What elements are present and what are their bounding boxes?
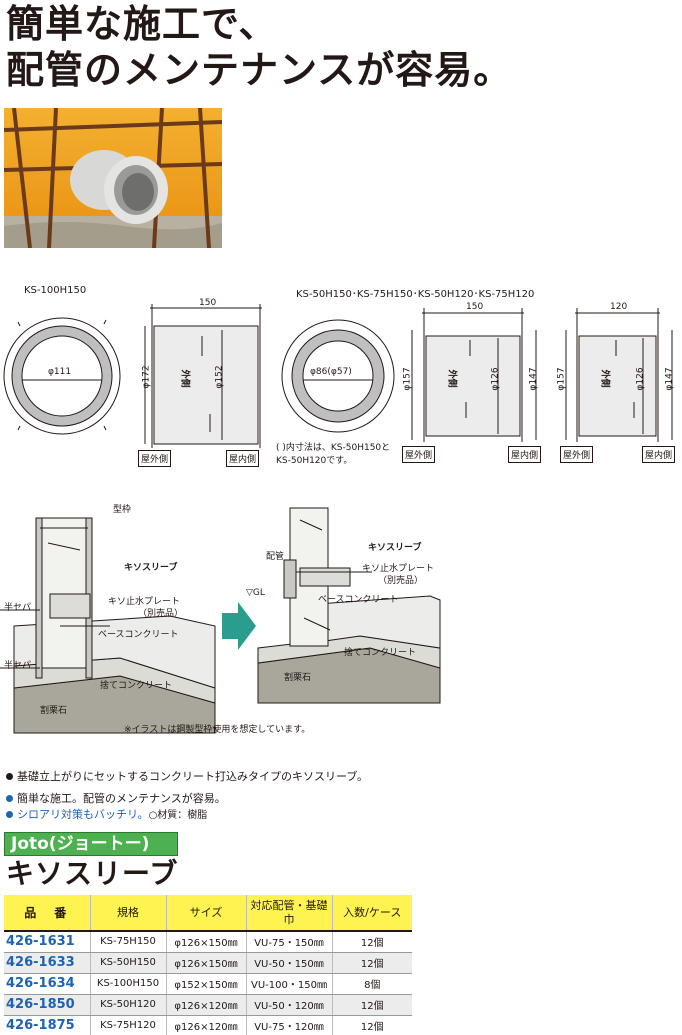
right-flange-dia-a: φ147 bbox=[528, 367, 539, 391]
right-length-a: 150 bbox=[466, 302, 484, 312]
cell-pipe: VU-75・150㎜ bbox=[246, 931, 333, 953]
label-plate-note-left: （別売品） bbox=[138, 609, 184, 619]
right-length-b: 120 bbox=[610, 302, 628, 312]
header-quantity: 入数/ケース bbox=[332, 895, 412, 932]
label-hansepa-bottom: 半セパ bbox=[4, 661, 32, 671]
header-size: サイズ bbox=[166, 895, 247, 932]
right-outside-label-a: 屋外側 bbox=[402, 446, 436, 463]
header-part-number: 品 番 bbox=[4, 895, 91, 932]
right-inner-dia: φ86(φ57) bbox=[310, 367, 352, 377]
label-plate-note-right: （別売品） bbox=[378, 576, 424, 586]
table-row: 426-1633 KS-50H150 φ126×150㎜ VU-50・150㎜ … bbox=[4, 952, 412, 974]
right-outer-dia-b: φ157 bbox=[556, 367, 567, 391]
bullet-2: 簡単な施工。配管のメンテナンスが容易。 bbox=[6, 790, 226, 807]
label-base-concrete-right: ベースコンクリート bbox=[318, 595, 399, 605]
right-note-line2: KS-50H120です。 bbox=[276, 456, 353, 466]
left-inner-dia: φ111 bbox=[48, 367, 72, 377]
label-haikan: 配管 bbox=[266, 552, 285, 562]
left-outside-label: 屋外側 bbox=[138, 450, 172, 467]
label-hansepa-top: 半セパ bbox=[4, 603, 32, 613]
cell-pipe: VU-75・120㎜ bbox=[246, 1015, 333, 1035]
label-katawaku: 型枠 bbox=[113, 505, 132, 515]
cell-part-number: 426-1633 bbox=[4, 952, 91, 974]
bullet-dot-icon bbox=[6, 811, 13, 818]
cell-quantity: 12個 bbox=[332, 994, 412, 1016]
bullet-dot-icon bbox=[6, 795, 13, 802]
right-inside-label-b: 屋内側 bbox=[642, 446, 676, 463]
installation-illustration bbox=[0, 507, 441, 734]
right-sleeve-dia-a: φ126 bbox=[490, 367, 501, 391]
cell-part-number: 426-1634 bbox=[4, 973, 91, 995]
cell-size: φ152×150㎜ bbox=[166, 973, 247, 995]
cell-size: φ126×120㎜ bbox=[166, 1015, 247, 1035]
cell-spec: KS-50H120 bbox=[90, 994, 167, 1016]
spec-table: 品 番 規格 サイズ 対応配管・基礎巾 入数/ケース 426-1631 KS-7… bbox=[4, 895, 412, 1035]
table-row: 426-1875 KS-75H120 φ126×120㎜ VU-75・120㎜ … bbox=[4, 1015, 412, 1035]
cell-size: φ126×150㎜ bbox=[166, 931, 247, 953]
bullet-1: 基礎立上がりにセットするコンクリート打込みタイプのキソスリーブ。 bbox=[6, 768, 368, 785]
cell-size: φ126×120㎜ bbox=[166, 994, 247, 1016]
header-spec: 規格 bbox=[90, 895, 167, 932]
product-photo bbox=[4, 108, 222, 248]
cell-quantity: 8個 bbox=[332, 973, 412, 995]
label-wariguri-right: 割栗石 bbox=[284, 673, 312, 683]
cell-part-number: 426-1875 bbox=[4, 1015, 91, 1035]
left-sleeve-dia: φ152 bbox=[214, 365, 225, 389]
right-outer-dia-a: φ157 bbox=[402, 367, 413, 391]
label-sute-concrete-left: 捨てコンクリート bbox=[100, 681, 173, 691]
label-wariguri-left: 割栗石 bbox=[40, 706, 68, 716]
left-inside-label: 屋内側 bbox=[226, 450, 260, 467]
left-length: 150 bbox=[199, 298, 217, 308]
right-side-mark-a: 外側 bbox=[446, 369, 457, 388]
cell-spec: KS-50H150 bbox=[90, 952, 167, 974]
brand-badge: Joto(ジョートー) bbox=[4, 832, 178, 856]
bullet-3: シロアリ対策もバッチリ。○材質：樹脂 bbox=[6, 806, 207, 824]
right-inside-label-a: 屋内側 bbox=[508, 446, 542, 463]
table-row: 426-1634 KS-100H150 φ152×150㎜ VU-100・150… bbox=[4, 973, 412, 995]
right-side-mark-b: 外側 bbox=[599, 369, 610, 388]
headline-line2: 配管のメンテナンスが容易。 bbox=[6, 48, 513, 92]
bullet-dot-icon bbox=[6, 773, 13, 780]
right-outside-label-b: 屋外側 bbox=[560, 446, 594, 463]
header-pipe: 対応配管・基礎巾 bbox=[246, 895, 333, 932]
left-side-mark: 外側 bbox=[179, 369, 190, 388]
label-gl: ▽GL bbox=[246, 588, 265, 598]
cell-part-number: 426-1631 bbox=[4, 931, 91, 953]
cell-pipe: VU-50・150㎜ bbox=[246, 952, 333, 974]
cell-spec: KS-75H150 bbox=[90, 931, 167, 953]
product-title: キソスリーブ bbox=[6, 857, 179, 890]
label-plate-right: キソ止水プレート bbox=[362, 564, 435, 574]
label-kiso-sleeve-left: キソスリーブ bbox=[124, 563, 178, 573]
illustration-note: ※イラストは鋼製型枠使用を想定しています。 bbox=[124, 725, 311, 735]
table-row: 426-1631 KS-75H150 φ126×150㎜ VU-75・150㎜ … bbox=[4, 931, 412, 953]
cell-quantity: 12個 bbox=[332, 1015, 412, 1035]
cell-quantity: 12個 bbox=[332, 952, 412, 974]
cell-spec: KS-100H150 bbox=[90, 973, 167, 995]
cell-quantity: 12個 bbox=[332, 931, 412, 953]
right-flange-dia-b: φ147 bbox=[664, 367, 675, 391]
cell-part-number: 426-1850 bbox=[4, 994, 91, 1016]
headline-line1: 簡単な施工で、 bbox=[6, 2, 278, 46]
cell-size: φ126×150㎜ bbox=[166, 952, 247, 974]
left-outer-dia: φ172 bbox=[141, 365, 152, 389]
table-row: 426-1850 KS-50H120 φ126×120㎜ VU-50・120㎜ … bbox=[4, 994, 412, 1016]
label-sute-concrete-right: 捨てコンクリート bbox=[344, 648, 417, 658]
label-plate-left: キソ止水プレート bbox=[108, 597, 181, 607]
technical-drawings bbox=[3, 304, 673, 448]
right-sleeve-dia-b: φ126 bbox=[635, 367, 646, 391]
cell-spec: KS-75H120 bbox=[90, 1015, 167, 1035]
label-base-concrete-left: ベースコンクリート bbox=[98, 630, 179, 640]
left-model-label: KS-100H150 bbox=[24, 285, 87, 296]
cell-pipe: VU-50・120㎜ bbox=[246, 994, 333, 1016]
cell-pipe: VU-100・150㎜ bbox=[246, 973, 333, 995]
right-models-label: KS-50H150･KS-75H150･KS-50H120･KS-75H120 bbox=[296, 289, 535, 300]
right-note-line1: ( )内寸法は、KS-50H150と bbox=[276, 443, 391, 453]
table-header-row: 品 番 規格 サイズ 対応配管・基礎巾 入数/ケース bbox=[4, 895, 412, 932]
label-kiso-sleeve-right: キソスリーブ bbox=[368, 543, 422, 553]
